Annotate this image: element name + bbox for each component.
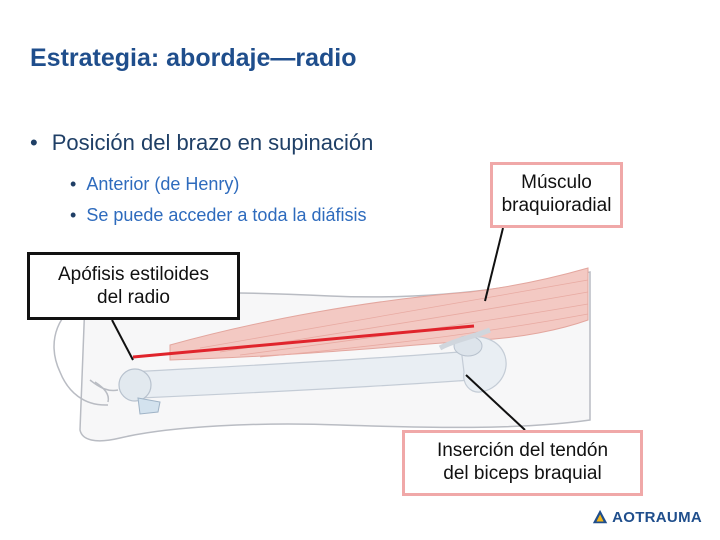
sub-bullet-2: • Se puede acceder a toda la diáfisis <box>70 205 367 226</box>
leader-line-styloid <box>111 319 134 361</box>
callout-muscle-line2: braquioradial <box>501 195 612 216</box>
callout-styloid-line1: Apófisis estiloides <box>57 264 210 285</box>
callout-muscle-line1: Músculo <box>521 172 592 193</box>
biceps-tendon <box>438 327 491 351</box>
main-bullet: • Posición del brazo en supinación <box>30 130 373 156</box>
thumb-outline <box>94 381 110 403</box>
sub-bullet-text: Se puede acceder a toda la diáfisis <box>86 205 367 225</box>
callout-tendon-line2: del biceps braquial <box>443 463 602 484</box>
aotrauma-logo: AOTRAUMA <box>592 506 702 528</box>
callout-styloid-line2: del radio <box>97 287 170 308</box>
main-bullet-text: Posición del brazo en supinación <box>51 130 374 155</box>
ao-emblem-icon <box>592 509 608 524</box>
leader-line-muscle <box>484 227 504 302</box>
wrist-carpal <box>137 397 161 415</box>
callout-muscle: Músculo braquioradial <box>490 162 623 228</box>
incision-line <box>132 324 475 359</box>
styloid-process <box>118 368 152 402</box>
sub-bullet-1: • Anterior (de Henry) <box>70 174 239 195</box>
callout-tendon-line1: Inserción del tendón <box>436 440 609 461</box>
sub-bullet-text: Anterior (de Henry) <box>86 174 240 194</box>
callout-tendon: Inserción del tendón del biceps braquial <box>402 430 643 496</box>
bullet-dot: • <box>30 130 38 155</box>
slide-title: Estrategia: abordaje—radio <box>30 44 357 72</box>
muscle-belly <box>169 267 589 361</box>
bullet-dot: • <box>70 205 77 225</box>
logo-text: AOTRAUMA <box>612 508 702 526</box>
callout-styloid: Apófisis estiloides del radio <box>27 252 240 320</box>
leader-line-tendon <box>465 374 526 431</box>
bullet-dot: • <box>70 174 77 194</box>
